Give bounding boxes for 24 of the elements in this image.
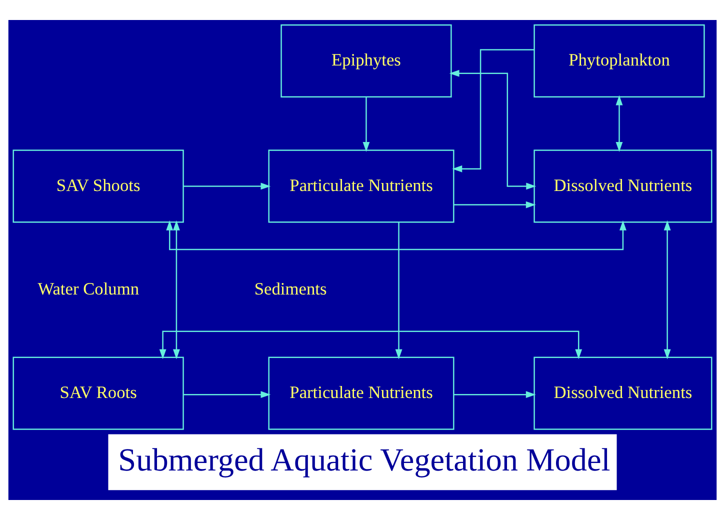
arrow [616, 94, 623, 152]
arrow [449, 69, 536, 190]
arrow [452, 48, 534, 172]
node-box: Epiphytes [280, 24, 452, 98]
node-box: Phytoplankton [534, 24, 705, 98]
arrow [362, 96, 370, 152]
node-box: Particulate Nutrients [268, 149, 454, 222]
arrow [454, 390, 536, 398]
node-box: Dissolved Nutrients [534, 149, 712, 222]
arrow [183, 390, 271, 398]
node-box: SAV Roots [12, 356, 184, 430]
arrow [454, 200, 536, 208]
caption: Submerged Aquatic Vegetation Model [118, 441, 610, 478]
node-box: SAV Shoots [12, 149, 184, 222]
node-box: Dissolved Nutrients [534, 356, 712, 430]
arrow [183, 182, 271, 190]
arrow [395, 222, 402, 359]
node-box: Particulate Nutrients [268, 356, 454, 430]
arrow [166, 220, 626, 250]
label: Water Column [38, 278, 140, 298]
arrow [159, 330, 582, 359]
arrow [664, 220, 671, 359]
label: Sediments [254, 278, 327, 298]
arrow [172, 220, 180, 359]
